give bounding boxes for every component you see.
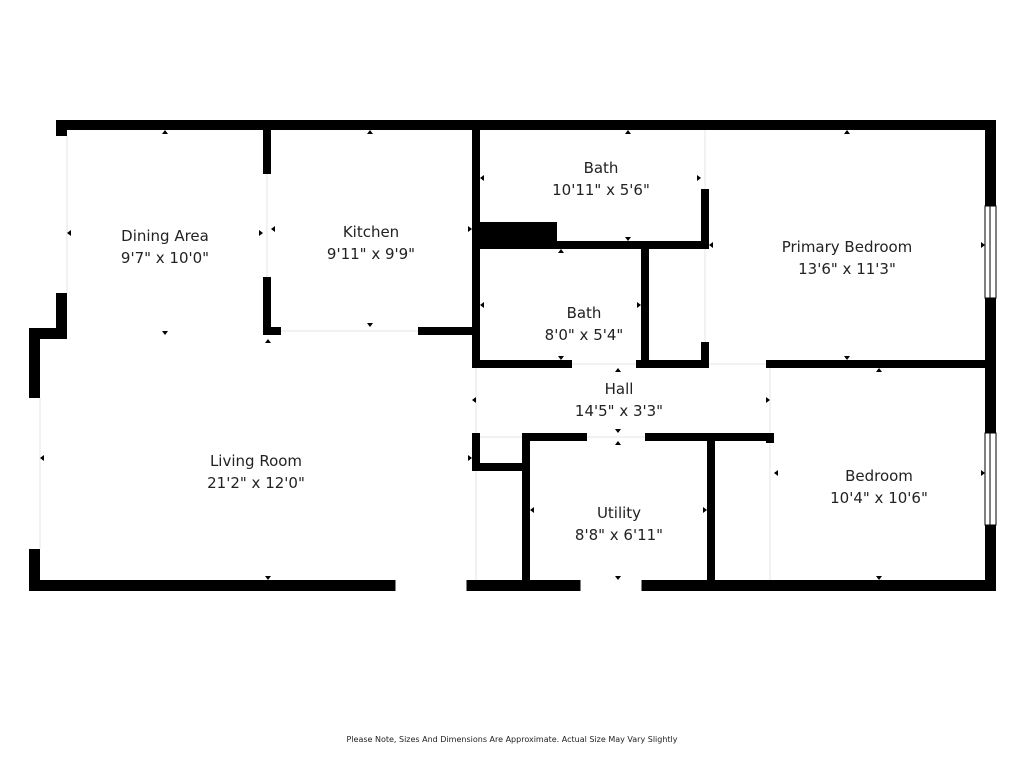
wall-dining-kitchen-bottom: [263, 277, 271, 335]
wall-bottom: [29, 580, 996, 591]
windows: [984, 205, 997, 526]
room-name: Utility: [597, 504, 641, 522]
door-living-bottom: [395, 580, 467, 591]
room-primary-bedroom: Primary Bedroom 13'6" x 11'3": [782, 238, 913, 278]
wall-left-step: [56, 293, 67, 339]
room-bath-1: Bath 10'11" x 5'6": [552, 159, 650, 199]
room-dimensions: 13'6" x 11'3": [798, 260, 896, 278]
walls: [29, 120, 996, 591]
wall-utility-right: [707, 433, 715, 591]
room-dimensions: 8'8" x 6'11": [575, 526, 663, 544]
wall-bath1-right-top: [701, 120, 709, 130]
room-name: Bedroom: [845, 467, 913, 485]
room-utility: Utility 8'8" x 6'11": [575, 504, 663, 544]
wall-closet-right: [701, 342, 709, 368]
room-living: Living Room 21'2" x 12'0": [207, 452, 305, 492]
room-name: Bath: [584, 159, 619, 177]
wall-bath-chase: [478, 222, 557, 249]
wall-bath1-right: [701, 189, 709, 249]
wall-left-bottom: [29, 549, 40, 591]
room-kitchen: Kitchen 9'11" x 9'9": [327, 223, 415, 263]
dimension-markers: [40, 130, 985, 580]
wall-bath-divider: [557, 241, 707, 249]
room-dimensions: 8'0" x 5'4": [545, 326, 624, 344]
wall-kitchen-bath: [472, 120, 480, 368]
room-dimensions: 9'11" x 9'9": [327, 245, 415, 263]
wall-top: [56, 120, 996, 130]
room-hall: Hall 14'5" x 3'3": [575, 380, 663, 420]
room-name: Bath: [567, 304, 602, 322]
room-name: Living Room: [210, 452, 302, 470]
room-dimensions: 14'5" x 3'3": [575, 402, 663, 420]
room-outlines: [39, 130, 771, 580]
room-name: Dining Area: [121, 227, 209, 245]
wall-kitchen-bottom: [263, 327, 281, 335]
room-dining: Dining Area 9'7" x 10'0": [121, 227, 209, 267]
room-name: Kitchen: [343, 223, 399, 241]
disclaimer-note: Please Note, Sizes And Dimensions Are Ap…: [346, 735, 678, 744]
room-name: Primary Bedroom: [782, 238, 913, 256]
wall-hall-bottom-left: [472, 433, 480, 471]
room-dimensions: 21'2" x 12'0": [207, 474, 305, 492]
wall-utility-top-left: [522, 433, 587, 441]
door-utility-bottom: [580, 580, 642, 591]
wall-left-upper: [56, 120, 67, 136]
wall-bath2-bottom-right: [636, 360, 709, 368]
room-dimensions: 10'4" x 10'6": [830, 489, 928, 507]
room-dimensions: 10'11" x 5'6": [552, 181, 650, 199]
room-name: Hall: [605, 380, 634, 398]
wall-left-lower: [29, 328, 40, 398]
room-bedroom: Bedroom 10'4" x 10'6": [830, 467, 928, 507]
wall-primary-bottom: [766, 360, 996, 368]
room-dimensions: 9'7" x 10'0": [121, 249, 209, 267]
wall-left-jog: [29, 328, 67, 339]
wall-kitchen-bottom-right: [418, 327, 480, 335]
wall-hall-closet: [472, 463, 530, 471]
wall-right: [985, 120, 996, 591]
room-bath-2: Bath 8'0" x 5'4": [545, 304, 624, 344]
wall-dining-kitchen-top: [263, 120, 271, 174]
wall-bath2-right: [641, 249, 649, 368]
wall-utility-left: [522, 433, 530, 591]
wall-bedroom-corner: [766, 433, 774, 443]
wall-bath2-bottom-left: [472, 360, 572, 368]
